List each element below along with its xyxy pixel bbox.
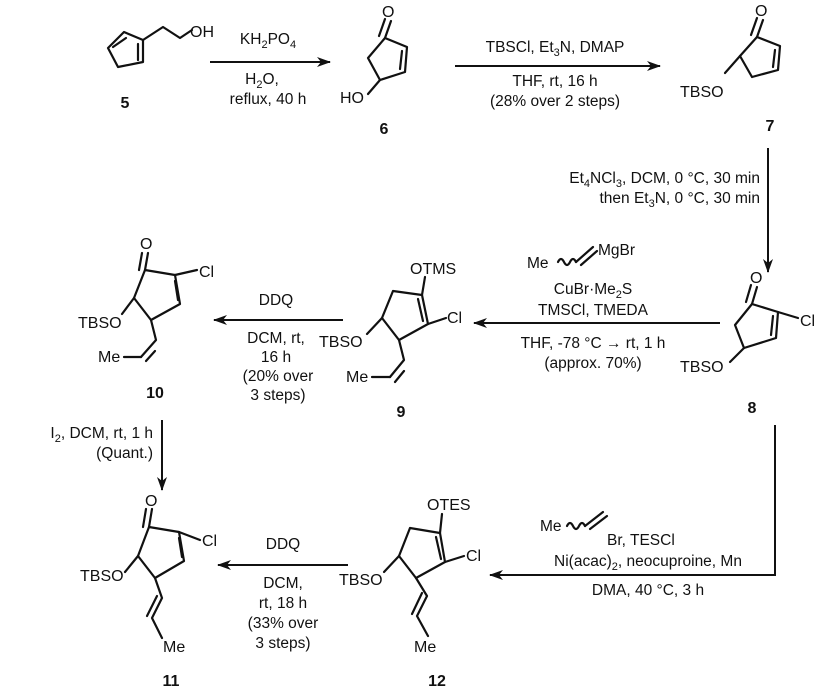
compound-8-o-label: O (750, 270, 762, 287)
compound-9-otms-label: OTMS (410, 261, 456, 278)
compound-11-o-label: O (145, 493, 157, 510)
svg-text:(33% over: (33% over (248, 615, 319, 632)
compound-6-number: 6 (380, 121, 389, 138)
compound-9-cl-label: Cl (447, 310, 462, 327)
compound-7: O TBSO 7 (680, 3, 782, 135)
svg-text:(Quant.): (Quant.) (96, 445, 153, 462)
compound-9: OTMS Cl TBSO Me 9 (319, 261, 462, 421)
svg-text:3 steps): 3 steps) (255, 635, 310, 652)
svg-text:MgBr: MgBr (598, 242, 635, 259)
compound-10-tbso-label: TBSO (78, 315, 122, 332)
svg-text:(approx. 70%): (approx. 70%) (544, 355, 641, 372)
arrow-8-to-12 (489, 425, 776, 580)
compound-5-oh-label: OH (190, 24, 214, 41)
compound-6-o-label: O (382, 4, 394, 21)
compound-7-o-label: O (755, 3, 767, 20)
compound-11-me-label: Me (163, 639, 185, 656)
compound-12-otes-label: OTES (427, 497, 471, 514)
svg-text:TBSCl, Et3N, DMAP: TBSCl, Et3N, DMAP (486, 39, 625, 59)
propenyl-grignard-reagent: Me MgBr (527, 242, 635, 272)
svg-text:TMSCl, TMEDA: TMSCl, TMEDA (538, 302, 649, 319)
compound-11-number: 11 (163, 673, 180, 690)
conditions-step-8: DDQ DCM, rt, 18 h (33% over 3 steps) (248, 536, 319, 652)
conditions-step-2: TBSCl, Et3N, DMAP THF, rt, 16 h (28% ove… (486, 39, 625, 110)
compound-12-tbso-label: TBSO (339, 572, 383, 589)
compound-9-me-label: Me (346, 369, 368, 386)
svg-text:CuBr·Me2S: CuBr·Me2S (554, 281, 632, 301)
conditions-step-1: KH2PO4 H2O, reflux, 40 h (230, 31, 307, 108)
compound-10-number: 10 (146, 385, 164, 402)
compound-10-me-label: Me (98, 349, 120, 366)
compound-7-tbso-label: TBSO (680, 84, 724, 101)
svg-text:THF, -78 °C → rt, 1 h: THF, -78 °C → rt, 1 h (521, 335, 666, 352)
conditions-step-6: I2, DCM, rt, 1 h (Quant.) (50, 425, 153, 462)
compound-12-cl-label: Cl (466, 548, 481, 565)
compound-7-number: 7 (766, 118, 775, 135)
svg-text:then Et3N, 0 °C, 30 min: then Et3N, 0 °C, 30 min (599, 190, 760, 210)
compound-8-cl-label: Cl (800, 313, 815, 330)
propenyl-bromide-reagent: Me Br, TESCl (540, 510, 675, 549)
compound-9-tbso-label: TBSO (319, 334, 363, 351)
svg-text:I2, DCM, rt, 1 h: I2, DCM, rt, 1 h (50, 425, 153, 445)
svg-text:3 steps): 3 steps) (250, 387, 305, 404)
compound-12: OTES Cl TBSO Me 12 (339, 497, 481, 690)
compound-10-o-label: O (140, 236, 152, 253)
compound-12-me-label: Me (414, 639, 436, 656)
compound-10: O Cl TBSO Me 10 (78, 236, 214, 402)
compound-5: OH 5 (106, 24, 214, 112)
svg-text:Me: Me (527, 255, 549, 272)
compound-11-tbso-label: TBSO (80, 568, 124, 585)
compound-11: O Cl TBSO Me 11 (80, 493, 217, 690)
compound-11-cl-label: Cl (202, 533, 217, 550)
svg-text:THF, rt, 16 h: THF, rt, 16 h (512, 73, 597, 90)
svg-text:reflux, 40 h: reflux, 40 h (230, 91, 307, 108)
conditions-step-4: Me MgBr CuBr·Me2S TMSCl, TMEDA THF, -78 … (521, 242, 666, 372)
compound-8-tbso-label: TBSO (680, 359, 724, 376)
conditions-step-5: DDQ DCM, rt, 16 h (20% over 3 steps) (243, 292, 314, 404)
compound-12-number: 12 (428, 673, 446, 690)
svg-text:DCM, rt,: DCM, rt, (247, 330, 305, 347)
svg-text:Ni(acac)2, neocuproine, Mn: Ni(acac)2, neocuproine, Mn (554, 553, 742, 573)
svg-text:DDQ: DDQ (259, 292, 293, 309)
compound-10-cl-label: Cl (199, 264, 214, 281)
conditions-step-3: Et4NCl3, DCM, 0 °C, 30 min then Et3N, 0 … (569, 170, 760, 210)
compound-5-number: 5 (121, 95, 130, 112)
compound-8: O Cl TBSO 8 (680, 270, 815, 417)
compound-6: O HO 6 (340, 4, 409, 138)
svg-text:DDQ: DDQ (266, 536, 300, 553)
svg-text:(28% over 2 steps): (28% over 2 steps) (490, 93, 620, 110)
conditions-step-7: Me Br, TESCl Ni(acac)2, neocuproine, Mn … (540, 510, 742, 599)
svg-text:16 h: 16 h (261, 349, 291, 366)
compound-6-ho-label: HO (340, 90, 364, 107)
svg-text:KH2PO4: KH2PO4 (240, 31, 296, 51)
svg-text:Me: Me (540, 518, 562, 535)
svg-text:DMA, 40 °C, 3 h: DMA, 40 °C, 3 h (592, 582, 704, 599)
svg-text:Br, TESCl: Br, TESCl (607, 532, 675, 549)
svg-text:Et4NCl3, DCM, 0 °C, 30 min: Et4NCl3, DCM, 0 °C, 30 min (569, 170, 760, 190)
svg-text:rt, 18 h: rt, 18 h (259, 595, 307, 612)
compound-9-number: 9 (397, 404, 406, 421)
svg-text:H2O,: H2O, (245, 71, 279, 91)
compound-8-number: 8 (748, 400, 757, 417)
svg-text:DCM,: DCM, (263, 575, 303, 592)
svg-text:(20% over: (20% over (243, 368, 314, 385)
